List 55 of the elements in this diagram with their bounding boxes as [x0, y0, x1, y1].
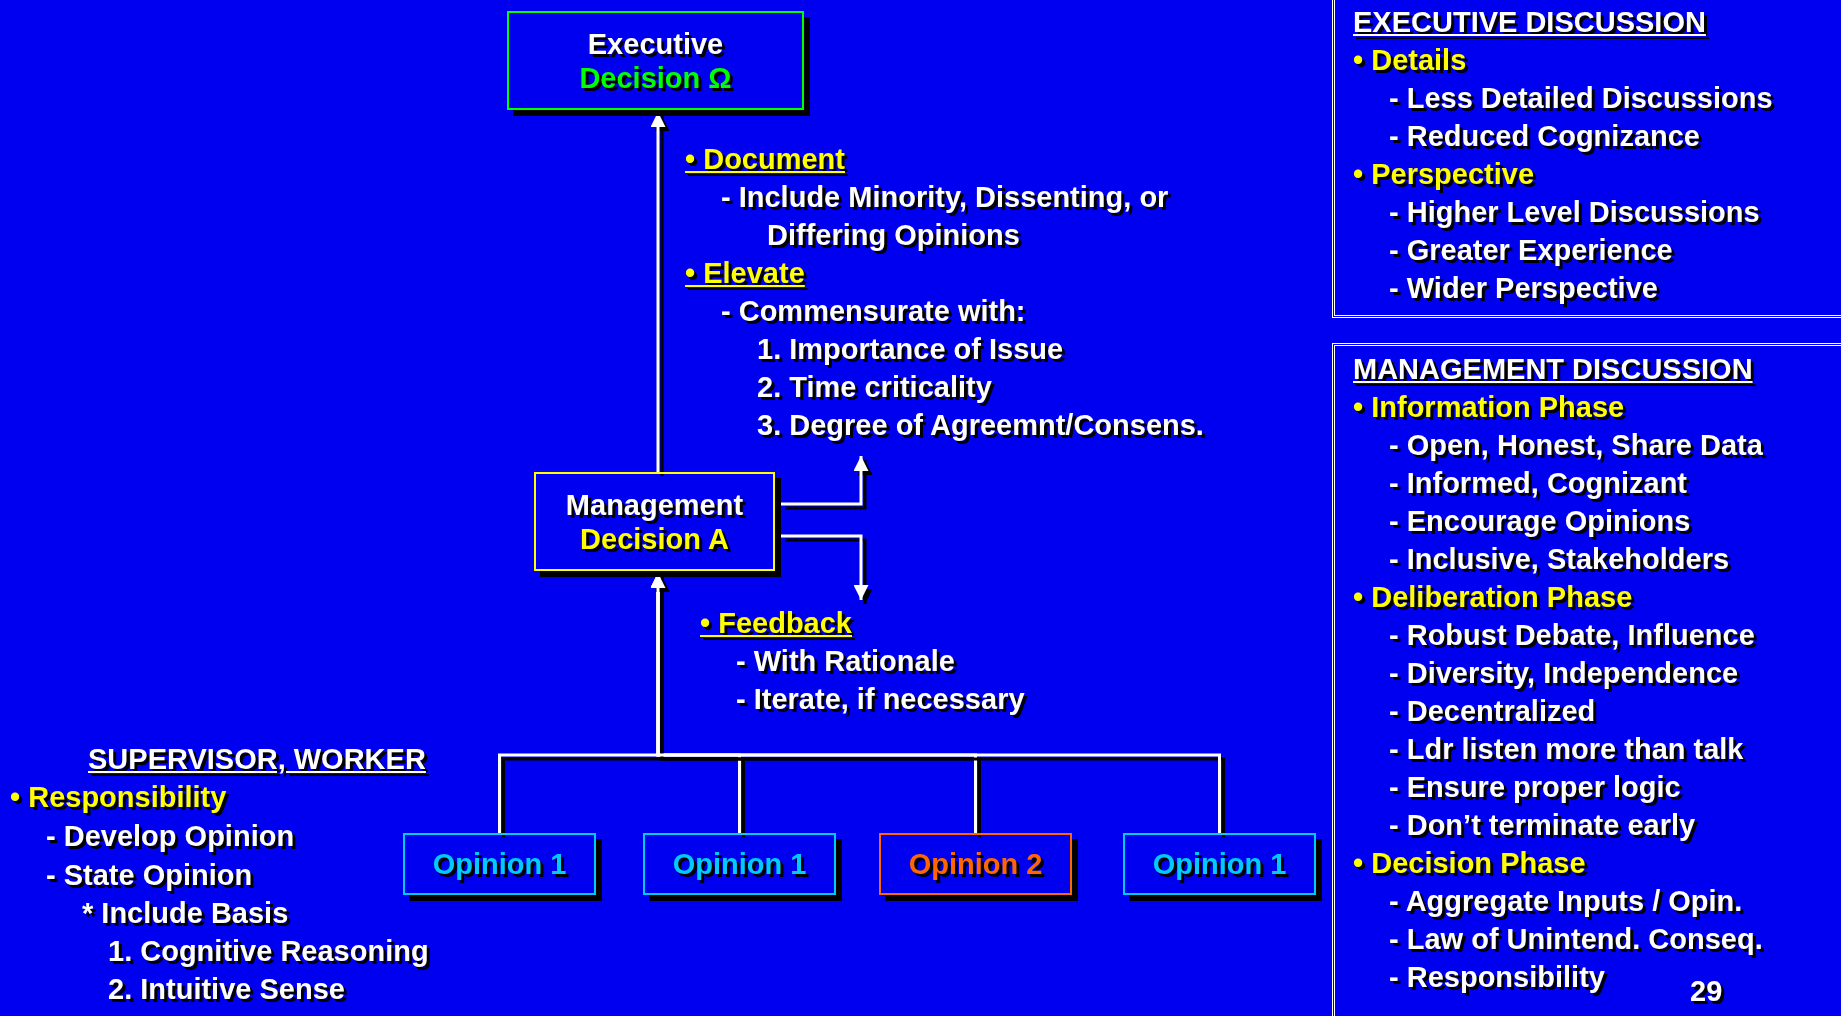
- bullet-heading: • Responsibility: [10, 780, 227, 815]
- bullet-heading: • Feedback: [700, 606, 852, 641]
- list-item: - Reduced Cognizance: [1388, 119, 1700, 154]
- list-item: - With Rationale: [735, 644, 955, 679]
- list-item: - Diversity, Independence: [1388, 656, 1739, 691]
- bullet-heading: • Decision Phase: [1353, 846, 1586, 881]
- discussion-panel: [1332, 0, 1841, 318]
- list-item: - Robust Debate, Influence: [1388, 618, 1755, 653]
- list-item: - Inclusive, Stakeholders: [1388, 542, 1730, 577]
- list-item: - Decentralized: [1388, 694, 1596, 729]
- list-item: 1. Importance of Issue: [756, 332, 1064, 367]
- list-item: - Commensurate with:: [720, 294, 1026, 329]
- arrow: [781, 456, 873, 510]
- list-item: - Don’t terminate early: [1388, 808, 1696, 843]
- list-item: - Responsibility: [1388, 960, 1605, 995]
- list-item: 2. Intuitive Sense: [108, 972, 345, 1007]
- list-item: - Higher Level Discussions: [1388, 195, 1760, 230]
- list-item: - Encourage Opinions: [1388, 504, 1691, 539]
- bullet-heading: • Document: [685, 142, 845, 177]
- box-label: Decision A: [580, 521, 729, 556]
- list-item: 2. Time criticality: [756, 370, 992, 405]
- list-item: - Law of Unintend. Conseq.: [1388, 922, 1763, 957]
- list-item: - Include Minority, Dissenting, or Differing Opinions: [720, 180, 1170, 253]
- list-item: - Open, Honest, Share Data: [1388, 428, 1763, 463]
- page-number: 29: [1690, 974, 1723, 1009]
- bullet-heading: • Information Phase: [1353, 390, 1625, 425]
- list-item: * Include Basis: [82, 896, 289, 931]
- list-item: - Greater Experience: [1388, 233, 1673, 268]
- list-item: - State Opinion: [46, 858, 253, 893]
- panel-heading: EXECUTIVE DISCUSSION: [1353, 5, 1707, 40]
- discussion-panel: [1332, 343, 1841, 1016]
- section-heading: SUPERVISOR, WORKER: [88, 742, 426, 777]
- list-item: - Ldr listen more than talk: [1388, 732, 1744, 767]
- bullet-heading: • Perspective: [1353, 157, 1535, 192]
- box-label: Opinion 1: [432, 847, 567, 882]
- bullet-heading: • Elevate: [685, 256, 805, 291]
- box-label: Opinion 1: [672, 847, 807, 882]
- list-item: - Develop Opinion: [46, 819, 295, 854]
- box-label: Management: [565, 487, 744, 522]
- list-item: - Iterate, if necessary: [735, 682, 1025, 717]
- box-label: Executive: [587, 26, 724, 61]
- list-item: - Wider Perspective: [1388, 271, 1658, 306]
- list-item: 3. Degree of Agreemnt/Consens.: [756, 408, 1204, 443]
- box-label: Opinion 2: [908, 847, 1043, 882]
- bullet-heading: • Deliberation Phase: [1353, 580, 1633, 615]
- bullet-heading: • Details: [1353, 43, 1467, 78]
- panel-heading: MANAGEMENT DISCUSSION: [1353, 352, 1754, 387]
- list-item: 1. Cognitive Reasoning: [108, 934, 429, 969]
- arrow: [781, 534, 873, 604]
- list-item: - Less Detailed Discussions: [1388, 81, 1773, 116]
- list-item: - Informed, Cognizant: [1388, 466, 1688, 501]
- list-item: - Ensure proper logic: [1388, 770, 1681, 805]
- box-label: Decision Ω: [579, 60, 732, 95]
- list-item: - Aggregate Inputs / Opin.: [1388, 884, 1743, 919]
- box-label: Opinion 1: [1152, 847, 1287, 882]
